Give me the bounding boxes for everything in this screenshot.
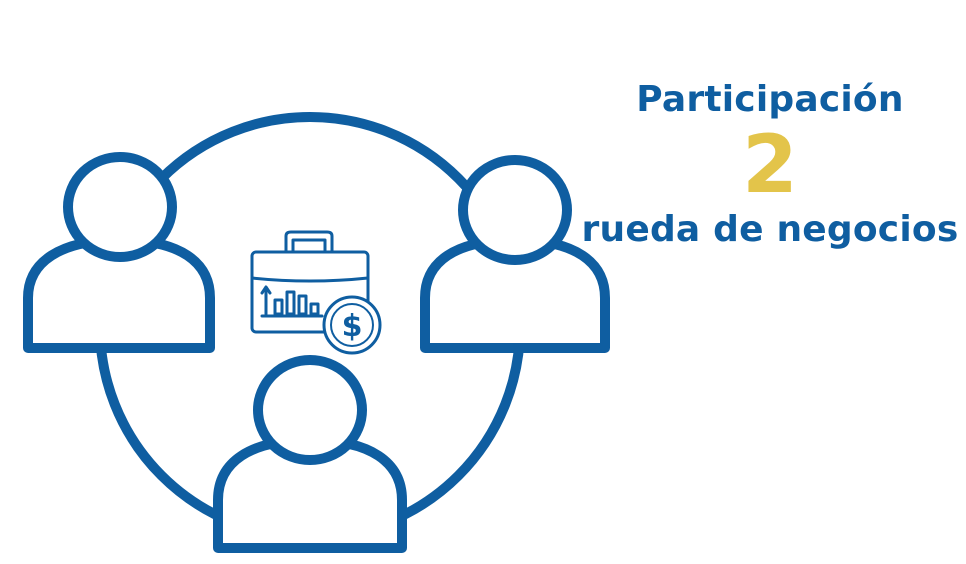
participation-heading: Participación (636, 79, 904, 120)
person-icon (213, 355, 407, 553)
participation-count: 2 (742, 118, 798, 211)
participation-subheading: rueda de negocios (581, 209, 959, 250)
dollar-coin-icon: $ (322, 295, 382, 355)
svg-text:$: $ (342, 309, 363, 344)
participation-text-block: Participación 2 rueda de negocios (580, 78, 960, 252)
person-icon (23, 152, 215, 353)
person-icon (420, 155, 610, 353)
briefcase-chart-icon (250, 230, 370, 334)
